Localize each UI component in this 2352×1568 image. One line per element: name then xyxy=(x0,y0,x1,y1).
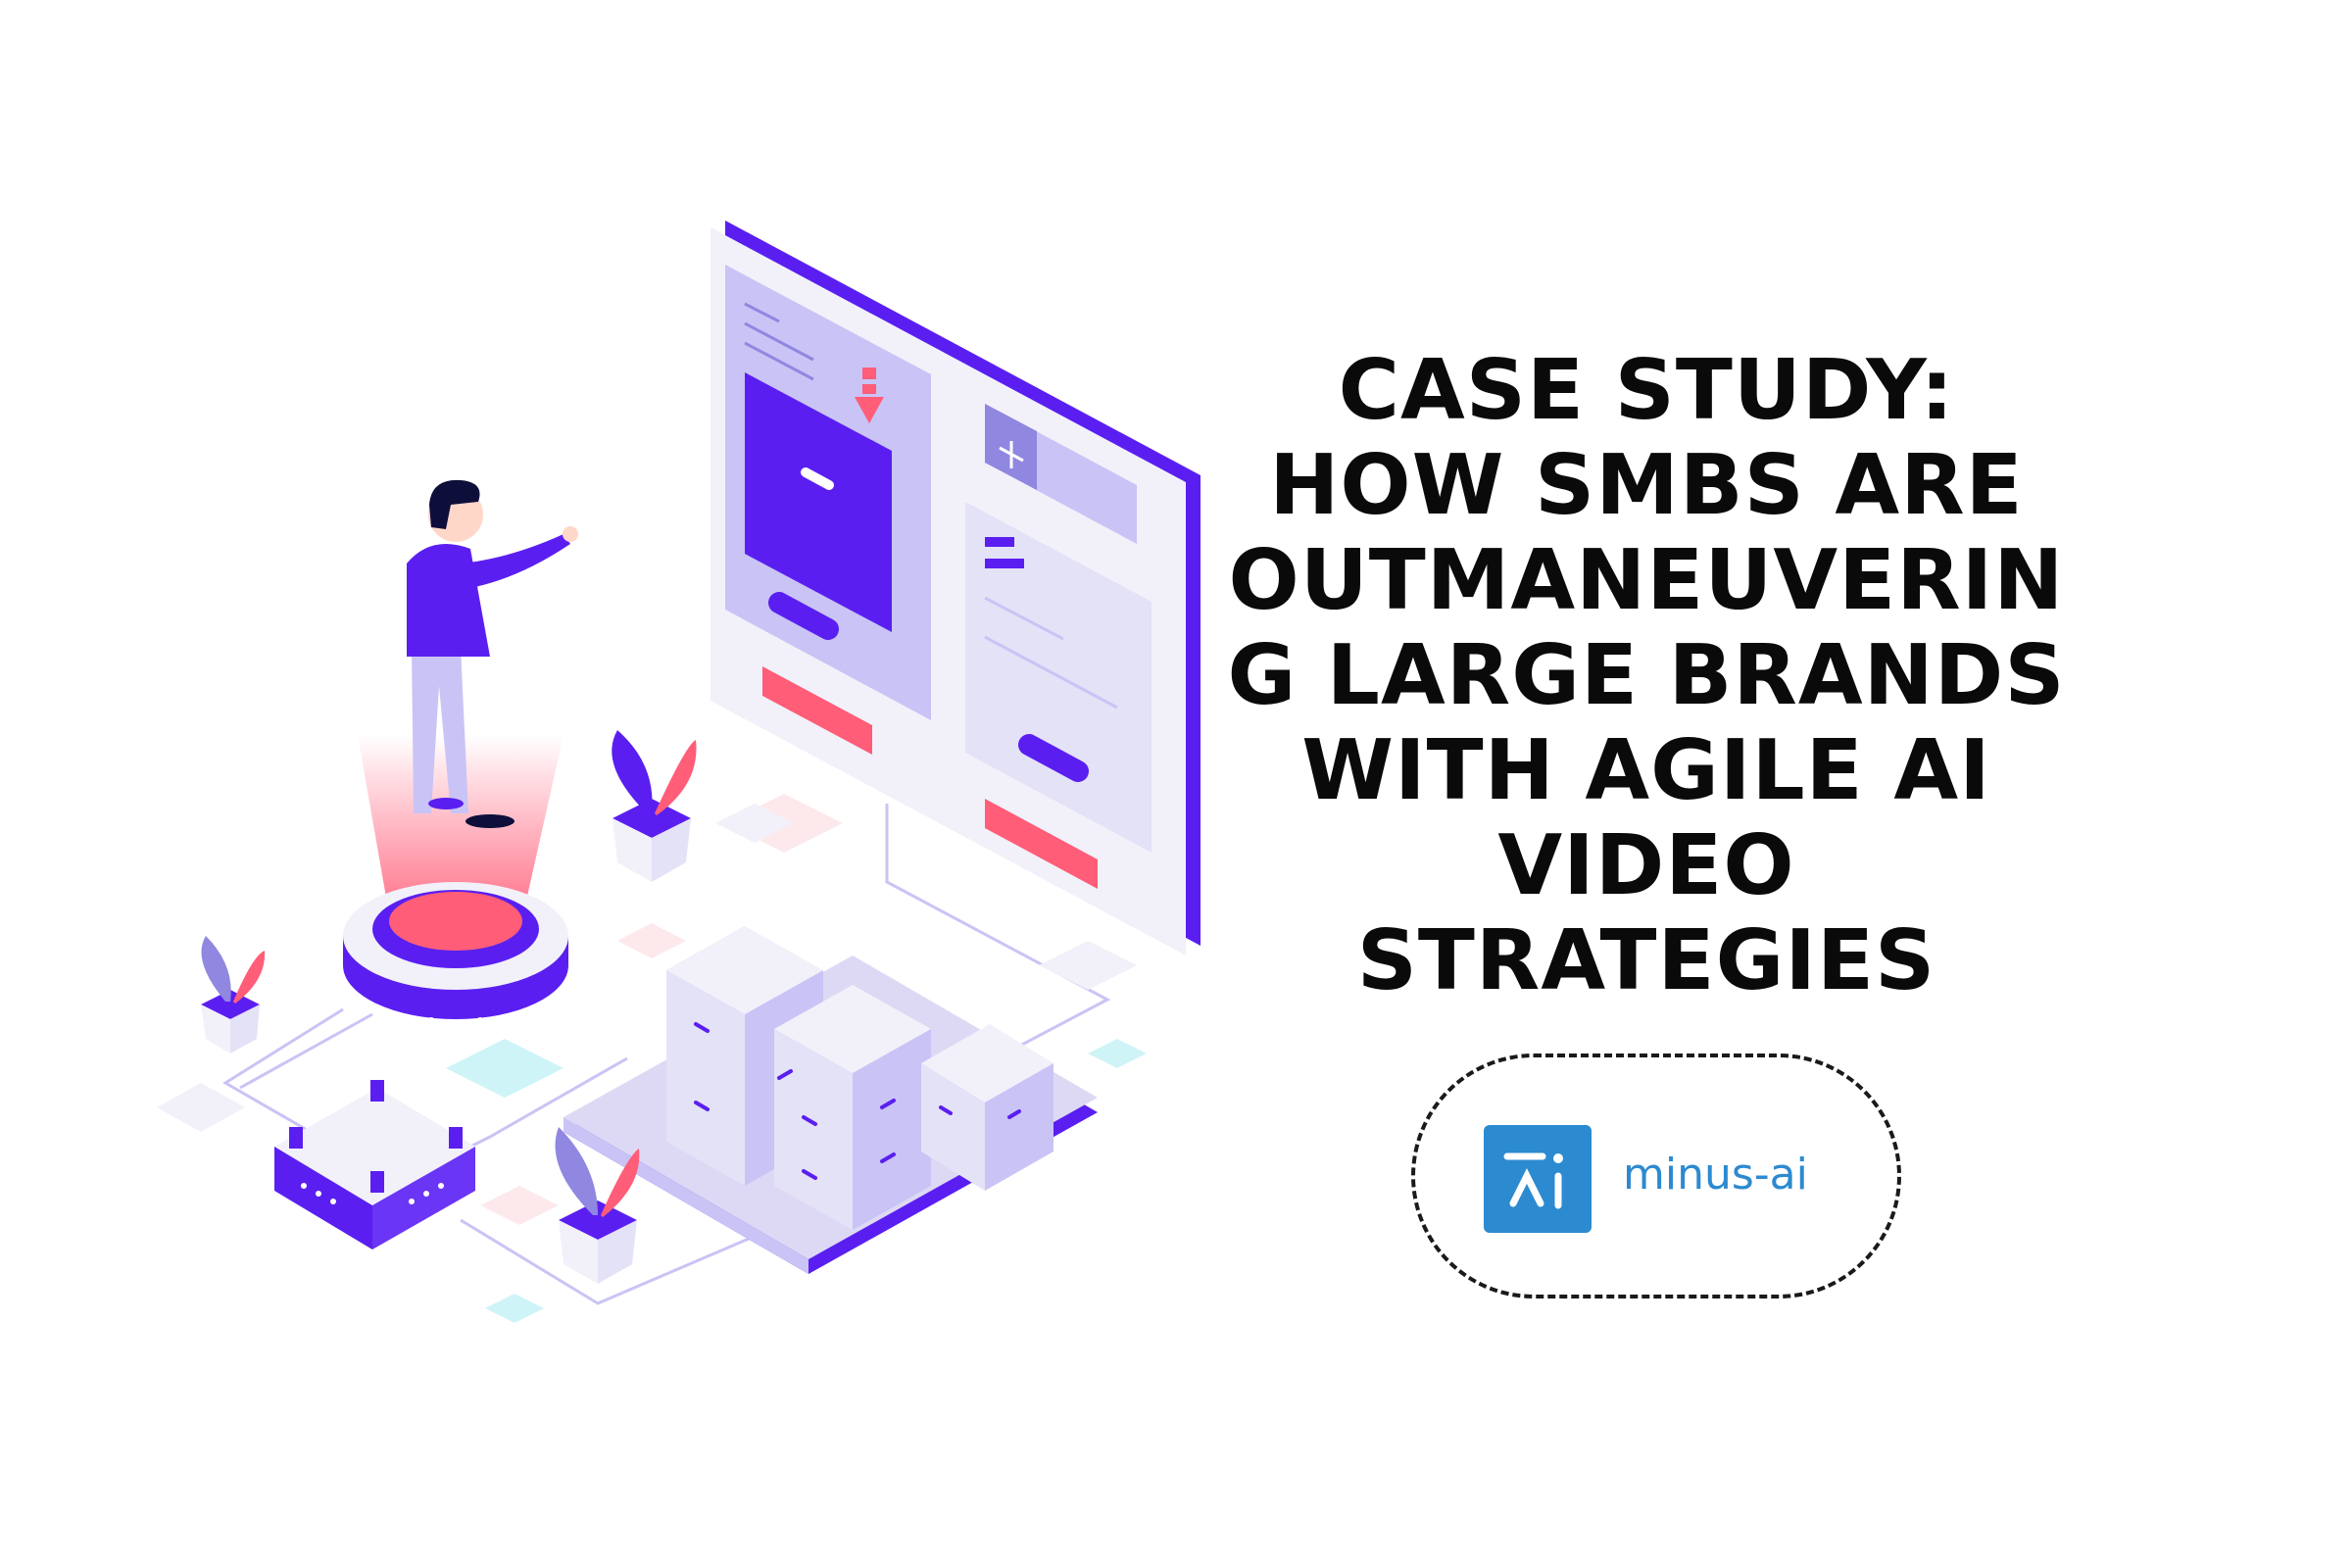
person-icon xyxy=(407,479,578,828)
headline-line: WITH AGILE AI xyxy=(1301,722,1991,819)
router-icon xyxy=(274,1080,475,1250)
plant-icon xyxy=(201,730,697,1284)
headline-line: OUTMANEUVERIN xyxy=(1228,532,2065,629)
server-blocks-icon xyxy=(564,926,1098,1274)
headline-line: VIDEO xyxy=(1497,817,1795,914)
floor-tiles xyxy=(157,794,1147,1323)
headline-line: STRATEGIES xyxy=(1356,912,1936,1009)
isometric-illustration xyxy=(157,220,1200,1323)
headline-line: G LARGE BRANDS xyxy=(1227,627,2066,724)
brand-logo-badge: minus-ai xyxy=(1411,1054,1901,1298)
brand-name: minus-ai xyxy=(1623,1150,1808,1200)
monitor-dashboard-icon xyxy=(710,220,1200,956)
plus-icon xyxy=(985,404,1037,490)
minus-ai-logo-icon xyxy=(1484,1125,1592,1233)
hologram-podium-icon xyxy=(343,735,568,1034)
case-study-headline: CASE STUDY: HOW SMBS ARE OUTMANEUVERIN G… xyxy=(1186,343,2107,1008)
headline-line: CASE STUDY: xyxy=(1338,342,1955,439)
headline-line: HOW SMBS ARE xyxy=(1269,437,2024,534)
download-arrow-icon xyxy=(855,368,884,423)
